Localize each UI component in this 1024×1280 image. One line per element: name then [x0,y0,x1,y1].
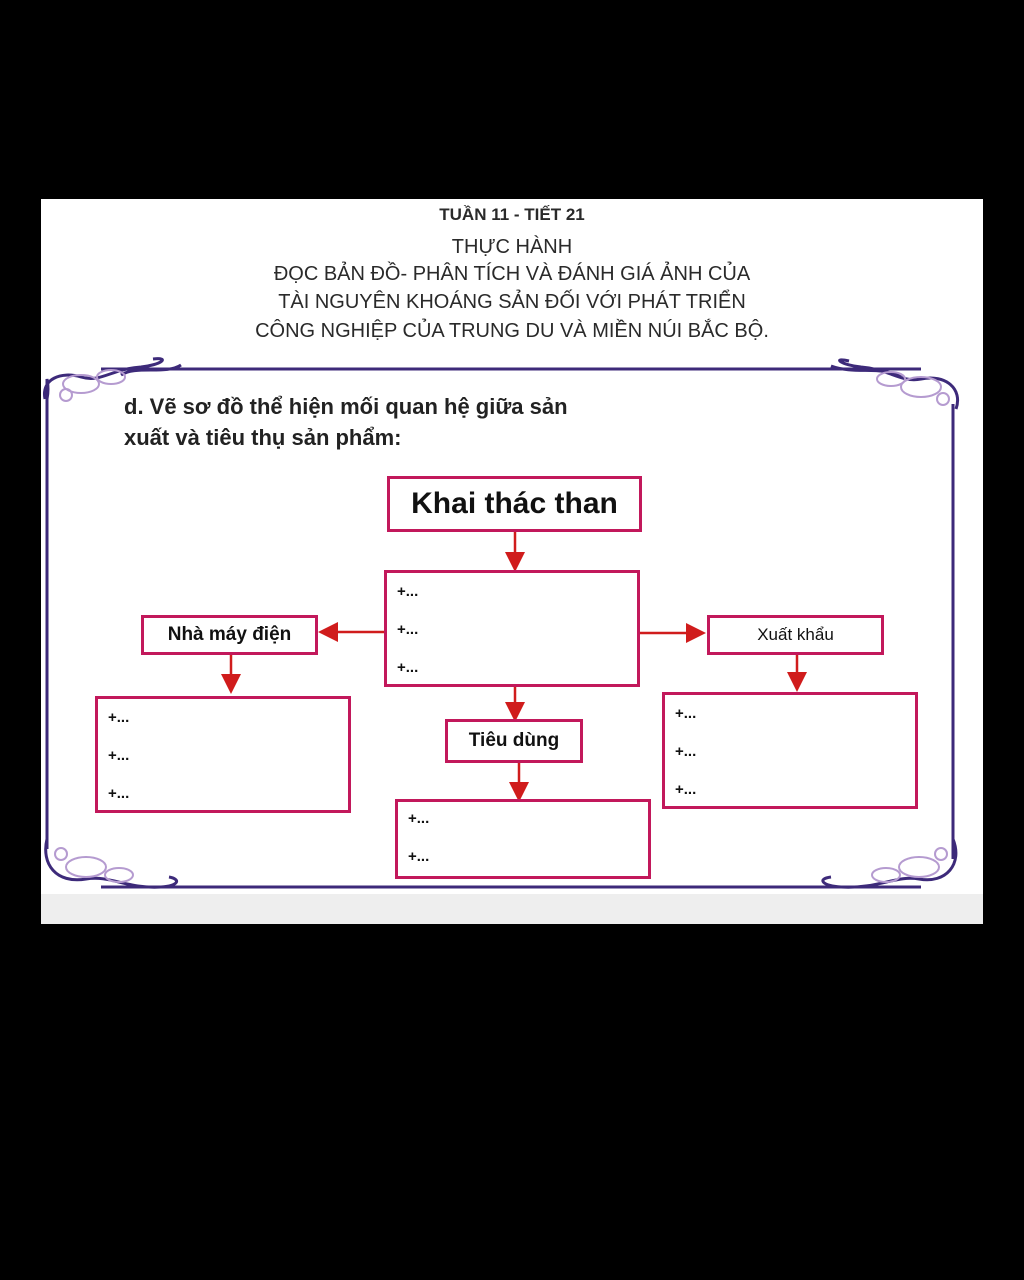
right-list-box: +... +... +... [662,692,918,809]
right-label: Xuất khẩu [757,625,834,644]
corner-ornament-bottom-left [54,847,134,883]
right-item-1: +... [675,705,697,722]
root-box-coal-mining: Khai thác than [387,476,642,532]
bottom-list-box: +... +... [395,799,651,879]
corner-ornament-top-right [876,371,950,406]
bottom-label-box: Tiêu dùng [445,719,583,763]
left-item-1: +... [108,709,130,726]
center-item-2: +... [397,621,419,638]
right-item-3: +... [675,781,697,798]
diagram-arrows [221,532,807,802]
root-label: Khai thác than [411,487,618,520]
title-line-4: CÔNG NGHIỆP CỦA TRUNG DU VÀ MIỀN NÚI BẮC… [255,320,769,342]
right-label-box: Xuất khẩu [707,615,884,655]
center-item-1: +... [397,583,419,600]
right-item-2: +... [675,743,697,760]
center-item-3: +... [397,659,419,676]
left-label-box: Nhà máy điện [141,615,318,655]
corner-ornament-top-left [59,369,126,402]
bottom-label: Tiêu dùng [468,730,560,751]
left-label: Nhà máy điện [167,624,292,645]
worksheet: TUẦN 11 - TIẾT 21 THỰC HÀNH ĐỌC BẢN ĐỒ- … [41,199,983,924]
center-list-box: +... +... +... [384,570,640,687]
bottom-item-2: +... [408,848,430,865]
week-lesson-label: TUẦN 11 - TIẾT 21 [439,205,585,224]
task-instruction: d. Vẽ sơ đồ thể hiện mối quan hệ giữa sả… [124,391,724,453]
left-item-3: +... [108,785,130,802]
corner-ornament-bottom-right [871,847,948,883]
corner-flourish-top-left [43,357,182,400]
title-line-3: TÀI NGUYÊN KHOÁNG SẢN ĐỐI VỚI PHÁT TRIỂN [278,291,746,313]
ornamental-frame [43,357,959,889]
sheet-bottom-band [41,894,983,924]
left-item-2: +... [108,747,130,764]
left-list-box: +... +... +... [95,696,351,813]
task-line-1: d. Vẽ sơ đồ thể hiện mối quan hệ giữa sả… [124,394,568,419]
frame-left-line [45,378,50,849]
title-line-1: THỰC HÀNH [451,236,573,258]
title-line-2: ĐỌC BẢN ĐỒ- PHÂN TÍCH VÀ ĐÁNH GIÁ ẢNH CỦ… [273,263,751,285]
corner-flourish-top-right [830,358,959,410]
bottom-item-1: +... [408,810,430,827]
task-line-2: xuất và tiêu thụ sản phẩm: [124,425,402,450]
